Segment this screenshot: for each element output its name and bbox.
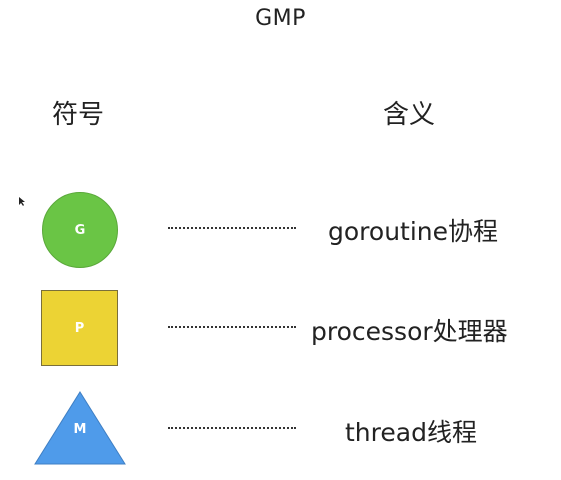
meaning-column-header: 含义 [383,100,436,130]
goroutine-meaning: goroutine协程 [328,217,499,246]
symbol-column-header: 符号 [52,100,105,130]
goroutine-circle-symbol: G [42,192,118,268]
goroutine-symbol-label: G [74,222,86,238]
dotted-connector [168,227,296,229]
processor-symbol-label: P [74,320,85,336]
processor-square-symbol: P [41,290,118,366]
thread-triangle-symbol [34,391,126,465]
dotted-connector [168,326,296,328]
processor-meaning: processor处理器 [311,317,508,346]
thread-symbol-label: M [73,422,87,437]
diagram-title: GMP [255,6,306,31]
dotted-connector [168,427,296,429]
thread-meaning: thread线程 [345,418,477,447]
mouse-pointer-icon [19,197,25,206]
